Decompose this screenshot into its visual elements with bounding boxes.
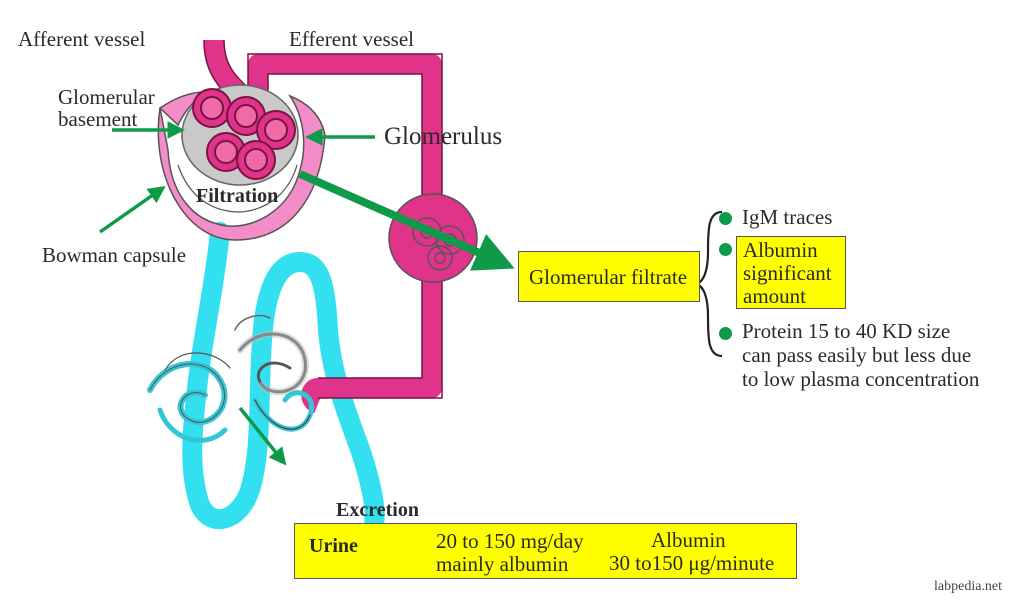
filtrate-item-albumin-line3: amount <box>743 284 806 308</box>
urine-amount-line1: 20 to 150 mg/day <box>436 529 584 553</box>
glomerular-filtrate-box: Glomerular filtrate <box>518 251 700 302</box>
proximal-tubule <box>182 222 385 555</box>
urine-box: Urine 20 to 150 mg/day mainly albumin Al… <box>294 523 797 579</box>
bowman-capsule-label: Bowman capsule <box>42 243 187 267</box>
filtrate-item-protein-line1: Protein 15 to 40 KD size <box>742 319 951 343</box>
arrow-tubule-excretion <box>238 406 287 466</box>
bullet-dot <box>719 212 732 225</box>
vasa-recta-coil <box>388 193 478 283</box>
urine-label: Urine <box>309 535 358 557</box>
tubule <box>182 222 385 555</box>
peritubular-vessel <box>301 262 442 414</box>
capillary-lumen <box>200 96 224 120</box>
albumin-rate: 30 to150 μg/minute <box>609 551 775 575</box>
glomerular-basement-label-line2: basement <box>58 107 138 131</box>
filtrate-item-protein-line2: can pass easily but less due <box>742 343 972 367</box>
albumin-highlight-box: Albumin significant amount <box>736 236 846 309</box>
convoluted-tubule-right <box>234 314 315 432</box>
capillary-lumen <box>214 140 238 164</box>
efferent-vessel <box>248 54 442 262</box>
bullet-dot <box>719 327 732 340</box>
filtrate-item-igm: IgM traces <box>742 205 833 229</box>
glomerulus-label: Glomerulus <box>384 123 503 150</box>
filtrate-item-albumin-line2: significant <box>743 261 832 285</box>
capillary-lumen <box>234 104 258 128</box>
watermark: labpedia.net <box>934 579 1003 594</box>
excretion-label: Excretion <box>336 499 419 521</box>
glomerular-basement-label-line1: Glomerular <box>58 85 155 109</box>
filtrate-item-albumin-line1: Albumin <box>743 238 818 262</box>
arrow-bowman-capsule <box>98 185 166 234</box>
filtration-label: Filtration <box>196 185 279 207</box>
capillary-lumen <box>244 148 268 172</box>
glomerular-filtrate-label: Glomerular filtrate <box>529 265 688 289</box>
bullet-dot <box>719 243 732 256</box>
filtrate-item-protein-line3: to low plasma concentration <box>742 367 980 391</box>
glomerulus-tuft <box>181 84 299 186</box>
capillary-lumen <box>264 118 288 142</box>
albumin-title: Albumin <box>651 528 726 552</box>
urine-amount-line2: mainly albumin <box>436 552 569 576</box>
efferent-vessel-label: Efferent vessel <box>289 27 414 51</box>
arrow-filtration <box>298 170 515 271</box>
afferent-vessel-label: Afferent vessel <box>18 27 146 51</box>
convoluted-tubule-left <box>147 352 231 443</box>
